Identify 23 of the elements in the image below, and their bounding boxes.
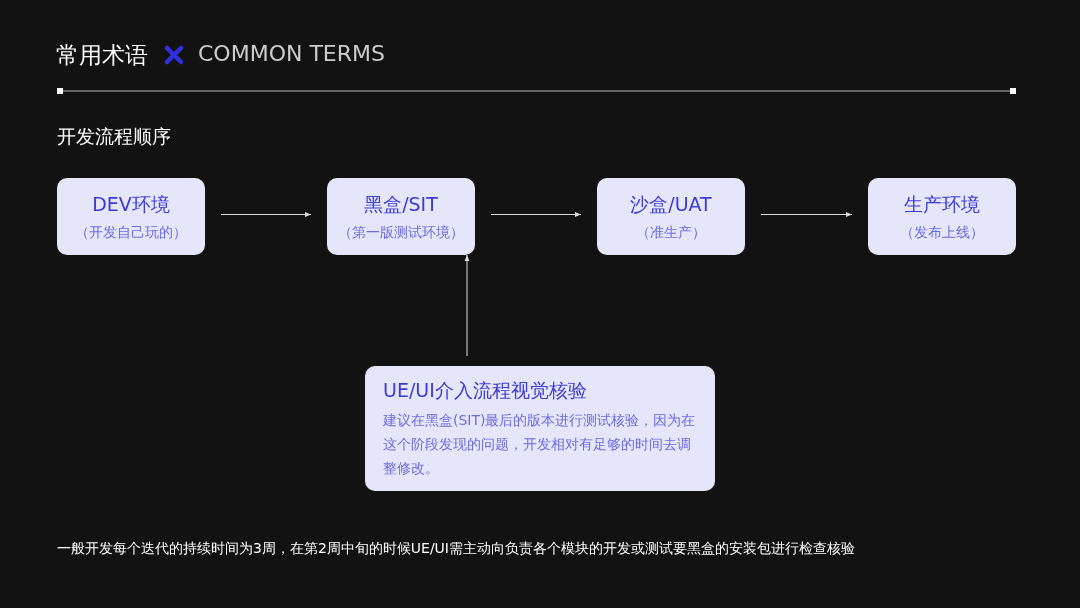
process-box — [57, 178, 205, 255]
arrow — [490, 212, 582, 217]
arrow — [760, 212, 853, 217]
box-subtext: （发布上线） — [900, 223, 984, 242]
subtitle: COMMON TERMS — [198, 41, 385, 66]
box-heading: 黑盒/SIT — [364, 191, 438, 217]
box-subtext: （第一版测试环境） — [338, 223, 464, 242]
box-heading: 沙盒/UAT — [630, 191, 712, 217]
box-subtext: 建议在黑盒(SIT)最后的版本进行测试核验，因为在这个阶段发现的问题，开发相对有足够的时间去调整修改。 — [383, 411, 697, 478]
box-heading: UE/UI介入流程视觉核验 — [383, 378, 588, 403]
title: 常用术语 — [56, 41, 148, 70]
box-heading: 生产环境 — [904, 191, 980, 217]
process-box — [327, 178, 475, 255]
box-subtext: （准生产） — [636, 223, 706, 242]
arrow — [220, 212, 312, 217]
box-subtext: （开发自己玩的） — [75, 223, 187, 242]
note-text: 一般开发每个迭代的持续时间为3周，在第2周中旬的时候UE/UI需主动向负责各个模块的开发或测试要黑盒的安装包进行检查核验 — [57, 540, 855, 558]
box-heading: DEV环境 — [92, 191, 170, 217]
process-box — [868, 178, 1016, 255]
arrow — [464, 254, 470, 357]
process-box — [597, 178, 745, 255]
note-card — [365, 366, 715, 491]
section-heading: 开发流程顺序 — [57, 124, 171, 149]
